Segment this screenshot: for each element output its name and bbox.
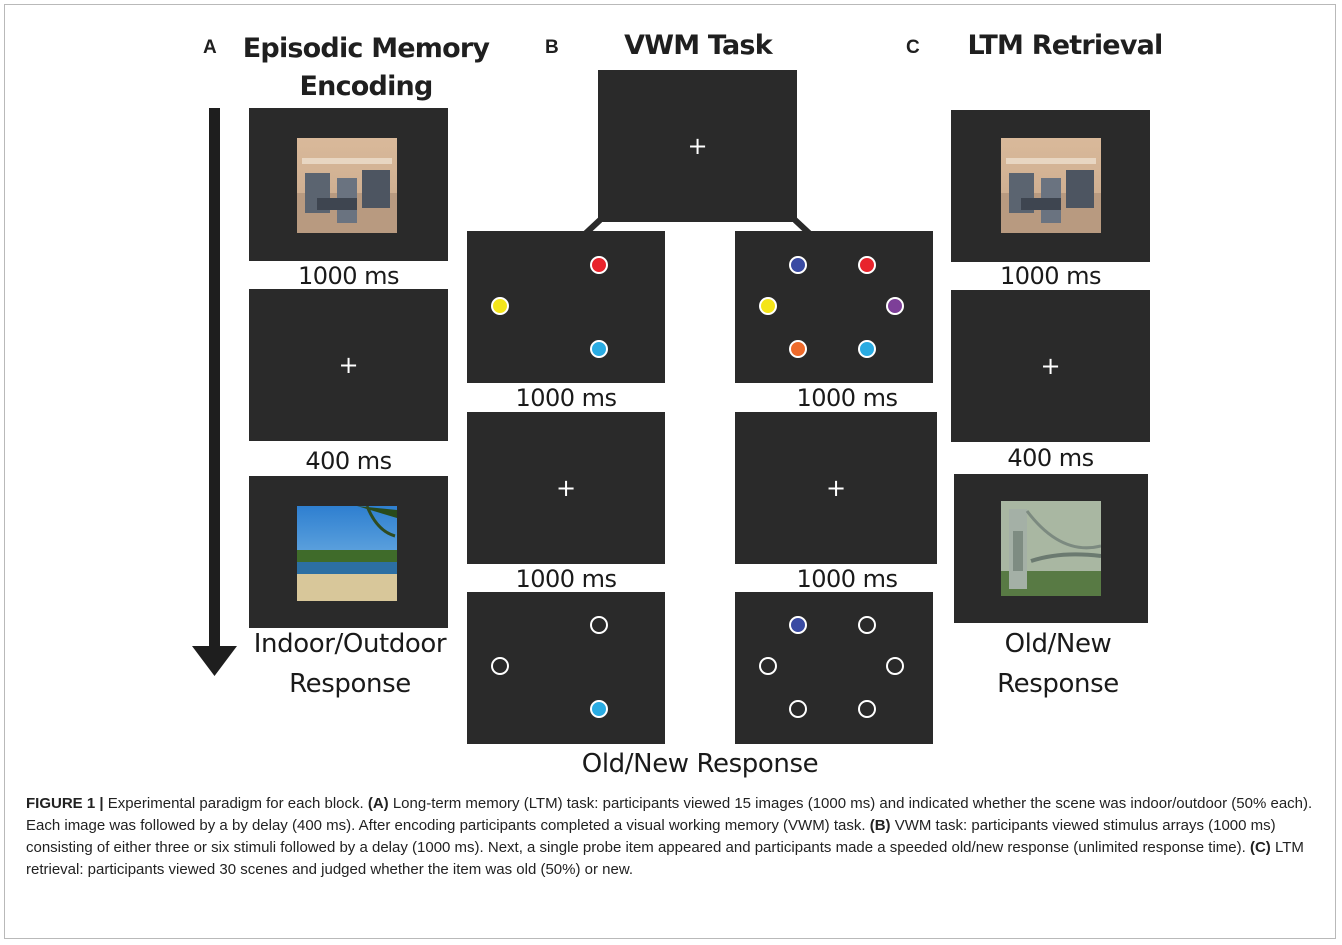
panel-a-heading-line2: Encoding [299,71,434,102]
caption-figure-label: FIGURE 1 | [26,795,104,812]
fixation-cross: + [555,474,577,502]
beach-scene-image [297,506,397,601]
fixation-cross: + [1040,352,1061,380]
panel-a-response: Indoor/Outdoor Response [236,624,464,704]
panel-a-response-line2: Response [289,669,411,699]
panel-b-letter: B [545,37,559,58]
panel-c-screen-fixation: + [951,290,1150,442]
panel-b-left-memory-array [467,231,665,383]
stimulus-dot-red [858,256,876,274]
panel-c-time-2: 400 ms [1007,444,1094,472]
panel-c-response: Old/New Response [951,624,1165,704]
panel-a-heading: Episodic Memory Encoding [236,30,496,106]
stimulus-dot-purple [886,297,904,315]
time-arrow [192,108,237,676]
panel-b-right-delay: + [735,412,937,564]
caption-b-label: (B) [869,817,891,834]
panel-a-screen-image-2 [249,476,448,628]
panel-a-time-2: 400 ms [305,447,392,475]
panel-a-letter: A [203,37,217,58]
placeholder-circle [491,657,509,675]
bridge-scene-image [1001,501,1101,596]
fixation-cross: + [825,474,847,502]
figure-caption: FIGURE 1 | Experimental paradigm for eac… [26,793,1321,881]
stimulus-dot-cyan [858,340,876,358]
panel-c-time-1: 1000 ms [999,262,1102,290]
panel-b-right-probe [735,592,933,744]
panel-a-screen-image-1 [249,108,448,261]
stimulus-dot-red [590,256,608,274]
panel-c-response-line1: Old/New [1004,629,1112,659]
panel-a-response-line1: Indoor/Outdoor [253,629,447,659]
panel-c-response-line2: Response [997,669,1119,699]
placeholder-circle [789,700,807,718]
stimulus-dot-orange [789,340,807,358]
panel-c-screen-image-2 [954,474,1148,623]
caption-a-text: Long-term memory (LTM) task: participant… [26,795,1313,834]
fixation-cross: + [338,351,359,379]
panel-c-letter: C [906,37,920,58]
fixation-cross: + [687,132,708,160]
panel-b-left-delay: + [467,412,665,564]
caption-b-text: VWM task: participants viewed stimulus a… [26,817,1276,856]
stimulus-dot-yellow [759,297,777,315]
panel-c-screen-image-1 [951,110,1150,262]
panel-a-screen-fixation: + [249,289,448,441]
caption-a-label: (A) [367,795,389,812]
panel-b-left-time-1: 1000 ms [515,384,617,412]
caption-intro: Experimental paradigm for each block. [103,795,368,812]
probe-dot-cyan [590,700,608,718]
stimulus-dot-blue [789,256,807,274]
placeholder-circle [590,616,608,634]
panel-b-left-time-2: 1000 ms [515,565,617,593]
panel-b-left-probe [467,592,665,744]
panel-b-response: Old/New Response [581,749,819,779]
gym-scene-image [297,138,397,233]
panel-b-right-time-2: 1000 ms [796,565,898,593]
panel-a-heading-line1: Episodic Memory [242,33,490,64]
probe-dot-blue [789,616,807,634]
panel-a-time-1: 1000 ms [297,262,400,290]
placeholder-circle [886,657,904,675]
panel-c-heading: LTM Retrieval [967,30,1164,61]
stimulus-dot-cyan [590,340,608,358]
placeholder-circle [858,700,876,718]
gym-scene-image [1001,138,1101,233]
panel-b-screen-fixation-top: + [598,70,797,222]
stimulus-dot-yellow [491,297,509,315]
placeholder-circle [759,657,777,675]
panel-b-heading: VWM Task [624,30,773,61]
caption-c-label: (C) [1249,839,1271,856]
panel-b-right-memory-array [735,231,933,383]
caption-c-text: LTM retrieval: participants viewed 30 sc… [26,839,1304,878]
panel-b-right-time-1: 1000 ms [796,384,898,412]
placeholder-circle [858,616,876,634]
